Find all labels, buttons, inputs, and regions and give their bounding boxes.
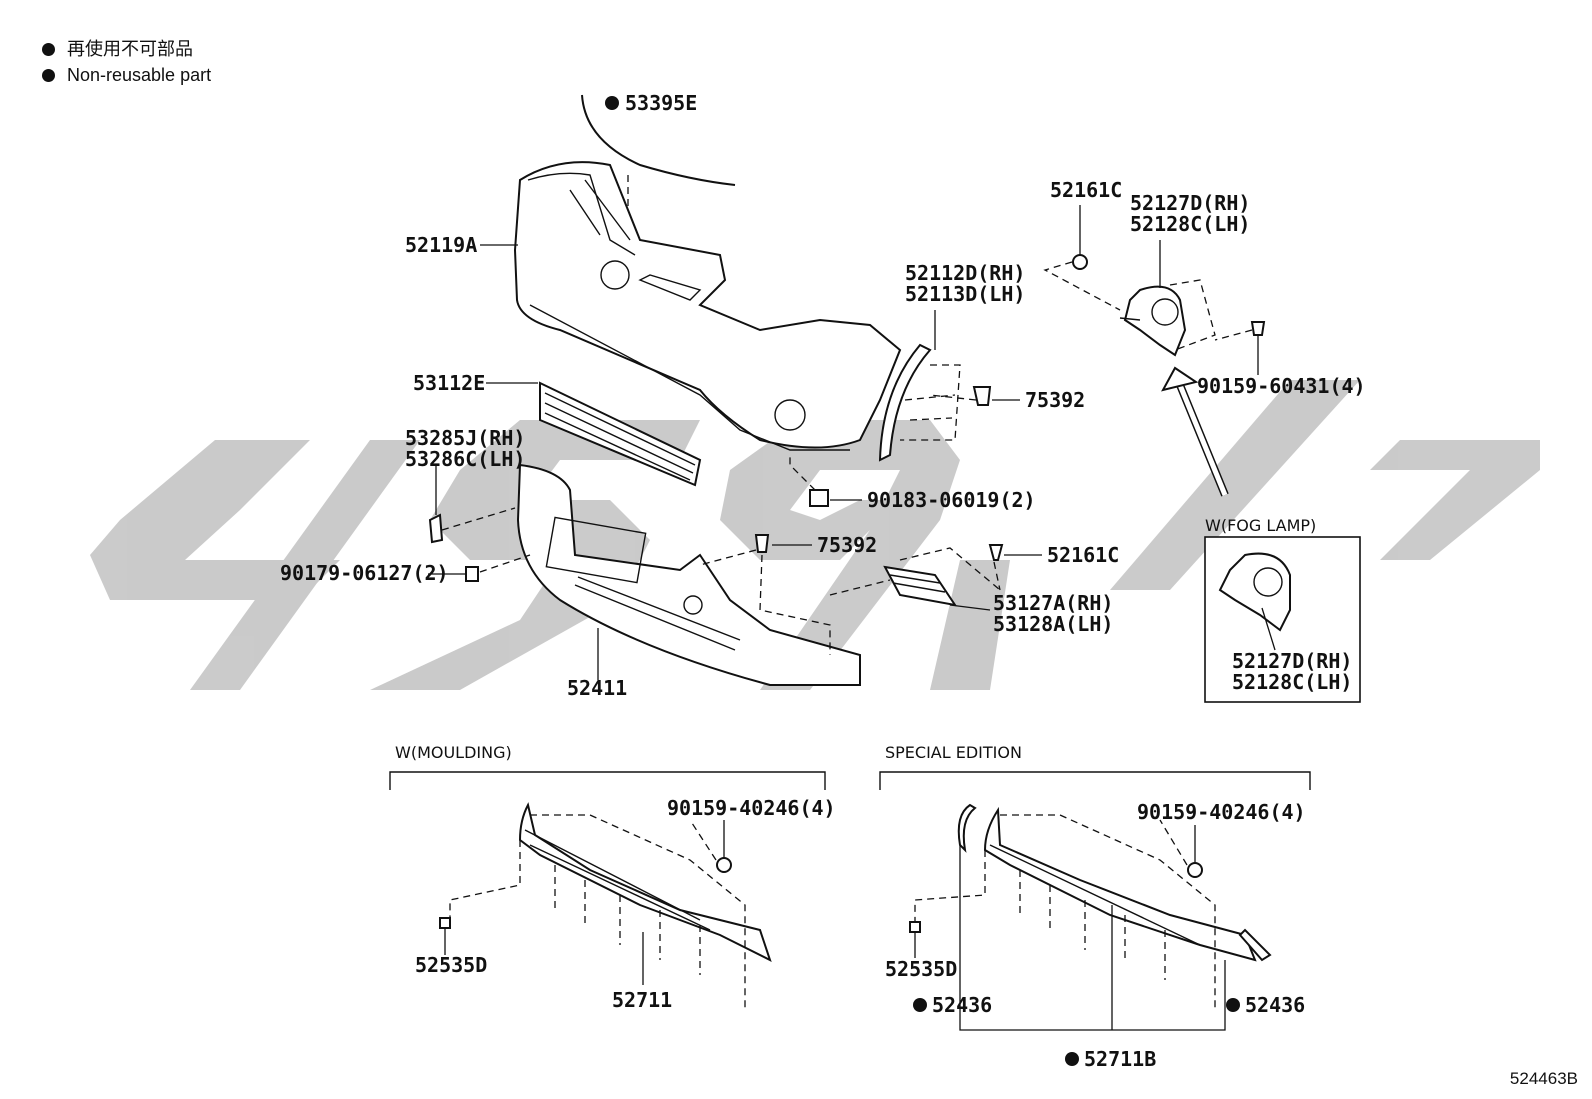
label-53286C: 53286C(LH) xyxy=(405,447,525,471)
label-53127A: 53127A(RH) xyxy=(993,591,1113,615)
diagram-code: 524463B xyxy=(1509,1069,1578,1088)
non-reusable-dot-icon xyxy=(1065,1052,1079,1066)
legend-text-jp: 再使用不可部品 xyxy=(67,39,193,59)
label-52535D-a: 52535D xyxy=(415,953,487,977)
legend-text-en: Non-reusable part xyxy=(67,65,212,85)
label-52127D-lower: 52127D(RH) xyxy=(1232,649,1352,673)
part-52411: 52411 xyxy=(516,463,861,700)
non-reusable-dot-icon xyxy=(42,42,55,56)
section-moulding-title: W(MOULDING) xyxy=(395,743,512,762)
part-90183: 90183-06019(2) xyxy=(789,455,1036,512)
non-reusable-dot-icon xyxy=(605,96,619,110)
label-53285J: 53285J(RH) xyxy=(405,426,525,450)
part-52127D-upper: 52127D(RH) 52128C(LH) xyxy=(1119,191,1250,357)
label-52127D-upper: 52127D(RH) xyxy=(1130,191,1250,215)
label-52113D: 52113D(LH) xyxy=(905,282,1025,306)
part-90159-60431: 90159-60431(4) xyxy=(1197,321,1366,398)
part-75392-lower: 75392 xyxy=(699,533,877,655)
non-reusable-dot-icon xyxy=(1226,998,1240,1012)
part-53112E: 53112E xyxy=(413,371,702,487)
part-75392-upper: 75392 xyxy=(929,386,1085,412)
label-53395E: 53395E xyxy=(625,91,697,115)
label-52436-a: 52436 xyxy=(932,993,992,1017)
label-52411: 52411 xyxy=(567,676,627,700)
section-moulding: W(MOULDING) 90159-40246(4) 52535D 52711 xyxy=(389,743,836,1012)
section-special-title: SPECIAL EDITION xyxy=(885,743,1022,762)
label-75392-lower: 75392 xyxy=(817,533,877,557)
part-52119A: 52119A xyxy=(405,161,902,451)
label-90159-40246-b: 90159-40246(4) xyxy=(1137,800,1306,824)
part-52112D: 52112D(RH) 52113D(LH) xyxy=(878,261,1025,462)
label-90179: 90179-06127(2) xyxy=(280,561,449,585)
label-53128A: 53128A(LH) xyxy=(993,612,1113,636)
part-53395E: 53395E xyxy=(581,91,736,245)
label-90159-60431: 90159-60431(4) xyxy=(1197,374,1366,398)
label-52112D: 52112D(RH) xyxy=(905,261,1025,285)
legend: 再使用不可部品 Non-reusable part xyxy=(42,36,211,88)
label-52128C-upper: 52128C(LH) xyxy=(1130,212,1250,236)
non-reusable-dot-icon xyxy=(913,998,927,1012)
label-53112E: 53112E xyxy=(413,371,485,395)
label-52128C-lower: 52128C(LH) xyxy=(1232,670,1352,694)
part-53127A: 53127A(RH) 53128A(LH) xyxy=(829,547,1113,636)
legend-row-en: Non-reusable part xyxy=(42,62,211,88)
legend-row-jp: 再使用不可部品 xyxy=(42,36,211,62)
fog-lamp-box: W(FOG LAMP) 52127D(RH) 52128C(LH) xyxy=(1204,516,1361,703)
label-52436-b: 52436 xyxy=(1245,993,1305,1017)
section-fog-lamp: W(FOG LAMP) xyxy=(1205,516,1316,535)
label-90159-40246-a: 90159-40246(4) xyxy=(667,796,836,820)
label-52161C-upper: 52161C xyxy=(1050,178,1122,202)
part-90179: 90179-06127(2) xyxy=(280,554,531,585)
arrow-icon xyxy=(1161,366,1229,497)
section-special: SPECIAL EDITION 90159-40246(4) 52535D 52… xyxy=(879,743,1311,1071)
non-reusable-dot-icon xyxy=(42,68,55,82)
label-52119A: 52119A xyxy=(405,233,477,257)
label-52711: 52711 xyxy=(612,988,672,1012)
label-90183: 90183-06019(2) xyxy=(867,488,1036,512)
part-52161C-lower: 52161C xyxy=(988,543,1119,591)
part-52161C-upper: 52161C xyxy=(1043,178,1122,311)
label-52161C-lower: 52161C xyxy=(1047,543,1119,567)
label-75392-upper: 75392 xyxy=(1025,388,1085,412)
part-53285J: 53285J(RH) 53286C(LH) xyxy=(405,426,525,544)
label-52711B: 52711B xyxy=(1084,1047,1156,1071)
label-52535D-b: 52535D xyxy=(885,957,957,981)
